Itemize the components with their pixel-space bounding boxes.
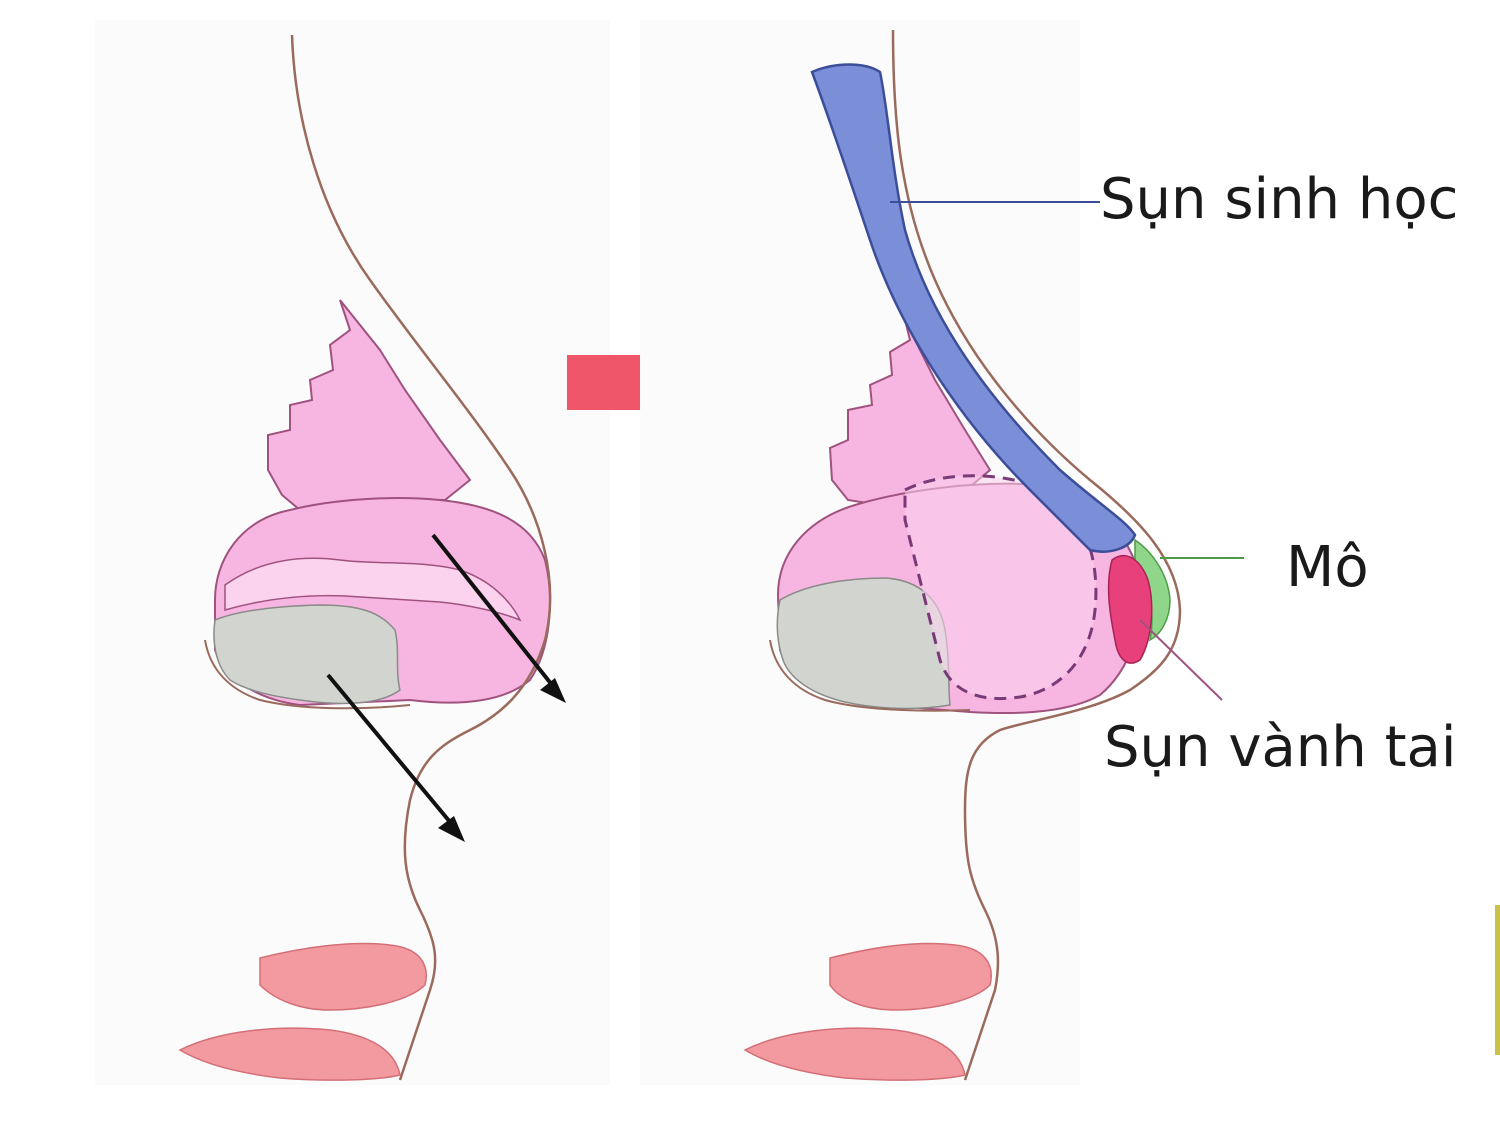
biocartilage-implant (810, 63, 1137, 553)
biocartilage-label: Sụn sinh học (1100, 167, 1459, 232)
after-skin-profile (891, 29, 1182, 1081)
arrowhead-icon (540, 678, 566, 703)
ear-cartilage-leader-line (1139, 619, 1223, 701)
ear-cartilage-label: Sụn vành tai (1104, 715, 1457, 780)
after-panel (640, 20, 1244, 1085)
before-upper-lip (259, 942, 427, 1011)
arrowhead-icon (438, 816, 465, 842)
after-upper-lip (829, 942, 992, 1011)
before-inner-outline (204, 639, 411, 710)
after-nostril-bone (776, 577, 951, 710)
after-lower-lip (743, 1027, 966, 1081)
after-upper-lateral-cartilage (828, 319, 992, 507)
before-upper-lateral-cartilage (267, 299, 472, 512)
before-lower-lip (178, 1027, 401, 1081)
ear-cartilage-graft (1107, 555, 1153, 664)
edge-mark (1495, 905, 1500, 1055)
tissue-label: Mô (1286, 535, 1369, 600)
before-cartilage-band (224, 557, 522, 622)
before-direction-arrows (326, 533, 566, 842)
before-nostril-bone (213, 604, 401, 705)
before-skin-profile (290, 34, 552, 1081)
before-panel (95, 20, 610, 1085)
after-inner-outline (769, 639, 971, 712)
